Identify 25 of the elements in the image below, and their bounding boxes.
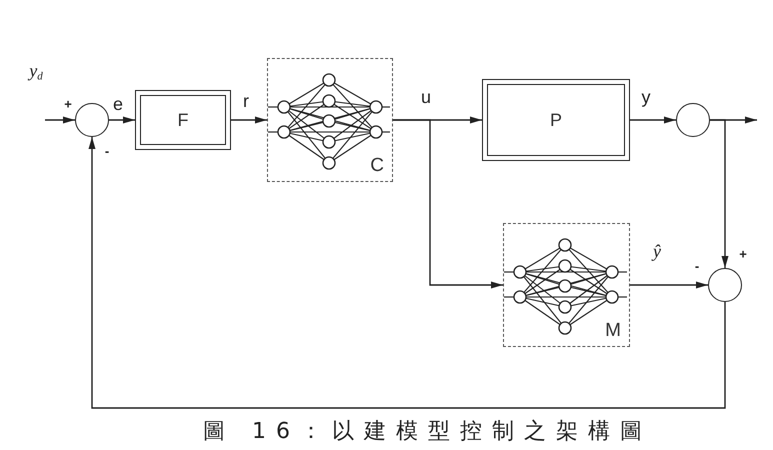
neural-network-block [503,223,630,347]
summing-junction [708,268,742,302]
signal-arrow [45,116,75,124]
figure-caption: 圖 16：以建模型控制之架構圖 [203,419,652,446]
neural-network-block [267,58,393,182]
block-label: P [550,111,562,129]
sign-label: + [739,248,747,260]
signal-arrow [393,119,503,288]
block-label: C [370,156,384,175]
signal-arrow [710,119,728,268]
process-block [135,90,231,150]
signal-arrow [88,137,726,409]
block-label: M [605,321,621,340]
signal-label: ŷ [652,242,662,260]
signal-arrow [630,116,676,124]
signal-arrow [109,116,135,124]
summing-junction [75,103,109,137]
process-block [482,79,630,161]
summing-junction [676,103,710,137]
block-label: F [178,111,188,129]
sign-label: - [694,260,700,272]
signal-arrow [630,282,708,288]
sign-label: - [104,144,110,158]
sign-label: + [64,98,72,110]
signal-arrow [231,116,267,124]
